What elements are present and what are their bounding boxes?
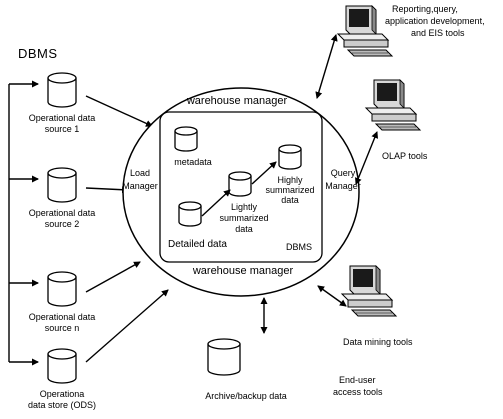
- source-2-label-line1: Operational data: [29, 208, 96, 218]
- mining-tools-label: Data mining tools: [343, 337, 413, 347]
- highly-summarized-label-line1: Highly: [277, 175, 303, 185]
- reporting-tools-label-line3: and EIS tools: [411, 28, 465, 38]
- load-manager-label-line1: Load: [130, 168, 150, 178]
- source-bus: [8, 80, 39, 366]
- highly-summarized-label-line2: summarized: [265, 185, 314, 195]
- end-user-label-line1: End-user: [339, 375, 376, 385]
- olap-computer-icon: [365, 79, 421, 131]
- source-n-label-line2: source n: [45, 323, 80, 333]
- query-manager-label-line1: Query: [331, 168, 356, 178]
- reporting-computer-icon: [337, 5, 393, 57]
- detailed-data-disk: [178, 201, 202, 227]
- lightly-summarized-label-line2: summarized: [219, 213, 268, 223]
- metadata-label: metadata: [174, 157, 212, 167]
- source-n-label-line1: Operational data: [29, 312, 96, 322]
- dbms-inner-label: DBMS: [286, 242, 312, 252]
- warehouse-manager-top-label: warehouse manager: [186, 95, 288, 107]
- source-1-label-line2: source 1: [45, 124, 80, 134]
- highly-summarized-label-line3: data: [281, 195, 299, 205]
- source-2-label-line2: source 2: [45, 219, 80, 229]
- query-manager-label-line2: Manager: [325, 181, 361, 191]
- archive-disk: [207, 338, 241, 376]
- warehouse-manager-bottom-label: warehouse manager: [192, 265, 294, 277]
- ods-label-line2: data store (ODS): [28, 400, 96, 410]
- load-manager-label-line2: Manager: [122, 181, 158, 191]
- reporting-tools-label-line2: application development,: [385, 16, 485, 26]
- detailed-data-label: Detailed data: [168, 239, 227, 250]
- lightly-summarized-disk: [228, 171, 252, 197]
- tool-arrows: [315, 34, 378, 307]
- source-arrows: [85, 95, 169, 363]
- summarization-arrows: [201, 161, 277, 217]
- archive-label: Archive/backup data: [205, 391, 287, 401]
- lightly-summarized-label-line3: data: [235, 224, 253, 234]
- mining-computer-icon: [341, 265, 397, 317]
- ods-disk: [47, 348, 77, 384]
- source-2-disk: [47, 167, 77, 203]
- metadata-disk: [174, 126, 198, 152]
- source-1-label-line1: Operational data: [29, 113, 96, 123]
- end-user-label-line2: access tools: [333, 387, 383, 397]
- source-n-disk: [47, 271, 77, 307]
- highly-summarized-disk: [278, 144, 302, 170]
- olap-tools-label: OLAP tools: [382, 151, 428, 161]
- dbms-label: DBMS: [18, 46, 58, 61]
- lightly-summarized-label-line1: Lightly: [231, 202, 258, 212]
- source-1-disk: [47, 72, 77, 108]
- ods-label-line1: Operationa: [40, 389, 85, 399]
- reporting-tools-label-line1: Reporting,query,: [392, 4, 458, 14]
